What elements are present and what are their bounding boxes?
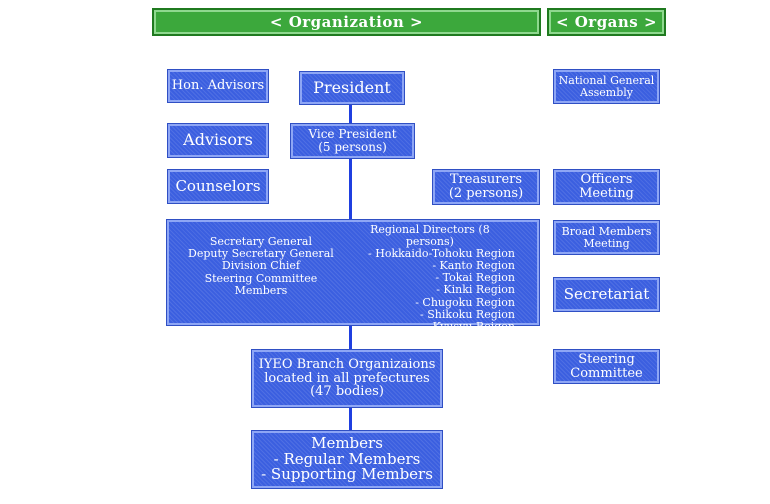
connector-secretariat-branches [349, 325, 352, 350]
national-assembly-box: National General Assembly [554, 70, 659, 103]
advisors-box: Advisors [168, 124, 268, 157]
branches-line-2: located in all prefectures [264, 370, 430, 386]
region-kinki: - Kinki Region [436, 283, 515, 297]
broad-members-meeting-line-1: Broad Members [561, 224, 652, 238]
officers-meeting-box: Officers Meeting [554, 170, 659, 204]
region-kyusyu: - Kyusyu Reigon [425, 319, 515, 333]
steering-committee-members-label: Steering Committee Members [204, 271, 318, 297]
officers-meeting-line-2: Meeting [579, 186, 634, 201]
connector-president-vice [349, 104, 352, 126]
division-chief-label: Division Chief [221, 259, 300, 273]
connector-vice-secretariat [349, 158, 352, 220]
regular-members-label: - Regular Members [273, 449, 421, 468]
connector-branches-members [349, 407, 352, 431]
secretariat-box: Secretariat [554, 278, 659, 311]
vice-president-title: Vice President [308, 127, 397, 142]
supporting-members-label: - Supporting Members [261, 465, 433, 484]
counselors-label: Counselors [175, 176, 261, 195]
members-box: Members - Regular Members - Supporting M… [252, 431, 442, 488]
deputy-secretary-general-label: Deputy Secretary General [188, 247, 334, 261]
organization-header-label: < Organization > [269, 13, 424, 31]
branches-line-3: (47 bodies) [310, 384, 384, 400]
region-kanto: - Kanto Region [432, 259, 515, 273]
steering-committee-box: Steering Committee [554, 350, 659, 383]
members-title: Members [311, 433, 383, 452]
national-assembly-line-2: Assembly [580, 85, 633, 99]
region-hokkaido-tohoku: - Hokkaido-Tohoku Region [368, 247, 515, 261]
officers-meeting-line-1: Officers [580, 172, 633, 188]
branches-line-1: IYEO Branch Organizaions [258, 357, 436, 373]
vice-president-count: (5 persons) [318, 140, 387, 154]
advisors-label: Advisors [183, 130, 253, 150]
counselors-box: Counselors [168, 170, 268, 203]
hon-advisors-box: Hon. Advisors [168, 70, 268, 102]
vice-president-box: Vice President (5 persons) [291, 124, 414, 158]
organization-header: < Organization > [152, 8, 541, 36]
secretary-general-label: Secretary General [209, 235, 312, 249]
national-assembly-line-1: National General [558, 73, 655, 87]
treasurers-title: Treasurers [449, 172, 523, 188]
secretariat-directors-box: Secretary General Deputy Secretary Gener… [167, 220, 539, 332]
region-tokai: - Tokai Region [435, 271, 515, 285]
organs-header-label: < Organs > [555, 13, 658, 31]
broad-members-meeting-box: Broad Members Meeting [554, 221, 659, 254]
hon-advisors-label: Hon. Advisors [171, 78, 265, 94]
president-box: President [300, 72, 404, 104]
region-shikoku: - Shikoku Region [420, 307, 515, 321]
regional-directors-list: Regional Directors (8 persons) - Hokkaid… [345, 223, 515, 332]
steering-committee-line-2: Committee [570, 365, 643, 381]
organs-header: < Organs > [547, 8, 666, 36]
branches-box: IYEO Branch Organizaions located in all … [252, 350, 442, 407]
secretariat-label: Secretariat [563, 284, 650, 303]
treasurers-box: Treasurers (2 persons) [433, 170, 539, 204]
regional-directors-title: Regional Directors (8 persons) [370, 223, 490, 249]
secretariat-roles: Secretary General Deputy Secretary Gener… [177, 212, 345, 321]
treasurers-count: (2 persons) [448, 186, 524, 201]
president-label: President [313, 77, 391, 97]
steering-committee-line-1: Steering [578, 351, 635, 367]
broad-members-meeting-line-2: Meeting [583, 236, 630, 250]
region-chugoku: - Chugoku Region [415, 295, 515, 309]
